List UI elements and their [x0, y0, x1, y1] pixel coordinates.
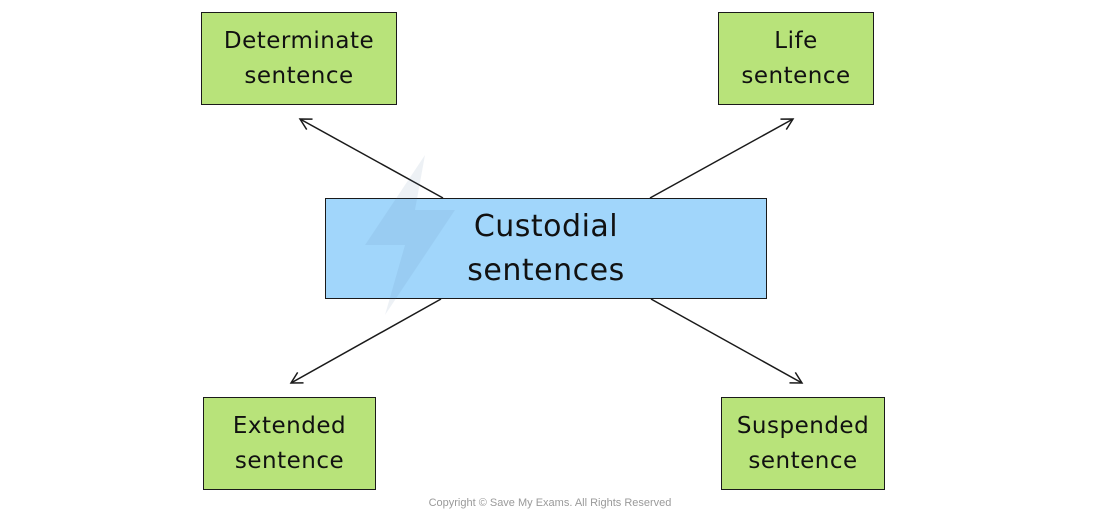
node-label-line1: Life — [774, 27, 818, 54]
copyright-notice: Copyright © Save My Exams. All Rights Re… — [428, 497, 672, 509]
node-label-line1: Determinate — [223, 27, 375, 54]
node-label-line1: Extended — [232, 412, 347, 439]
node-custodial-sentences: Custodial sentences — [325, 198, 767, 299]
node-label-line2: sentence — [741, 62, 851, 89]
node-label-line1: Suspended — [736, 412, 870, 439]
node-extended-sentence: Extended sentence — [203, 397, 376, 490]
node-label-line2: sentence — [234, 447, 345, 474]
node-label-line2: sentence — [244, 62, 354, 89]
arrow-to-life — [649, 118, 795, 199]
node-label-line2: sentence — [748, 447, 858, 474]
arrow-to-suspended — [650, 298, 804, 384]
center-label-line1: Custodial — [473, 208, 619, 244]
node-life-sentence: Life sentence — [718, 12, 874, 105]
node-determinate-sentence: Determinate sentence — [201, 12, 397, 105]
arrow-to-extended — [289, 298, 442, 384]
arrow-to-determinate — [298, 118, 444, 199]
center-label-line2: sentences — [467, 252, 625, 288]
node-suspended-sentence: Suspended sentence — [721, 397, 885, 490]
